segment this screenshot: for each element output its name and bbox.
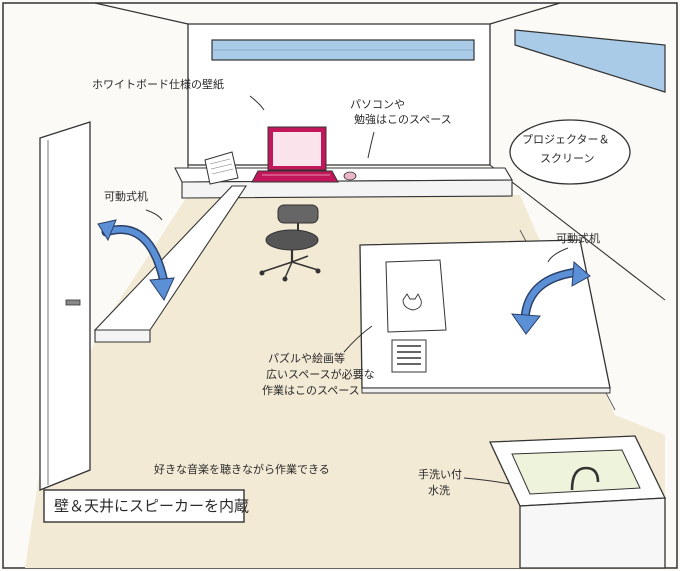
back-counter-front	[181, 179, 513, 199]
door-handle	[65, 299, 81, 306]
left-arrow-head-top	[97, 219, 117, 242]
projector-note-1: プロジェクター＆	[522, 133, 610, 146]
ceiling-edge-right	[489, 2, 561, 25]
worktable-edge	[361, 387, 611, 394]
vent-grille	[391, 339, 427, 373]
speaker-box	[43, 489, 245, 523]
sink-note-1: 手洗い付	[418, 468, 462, 481]
projector-oval	[509, 119, 631, 185]
chair-leg	[261, 261, 293, 273]
sink-pointer	[463, 477, 511, 485]
projector-note-2: スクリーン	[540, 152, 595, 165]
door	[39, 121, 91, 491]
laptop-display	[273, 132, 321, 166]
sink-note-2: 水洗	[428, 484, 450, 497]
right-wall-edge	[489, 164, 666, 301]
pc-pointer	[367, 131, 375, 159]
book-stand	[204, 151, 239, 185]
laptop-keyboard	[251, 170, 339, 183]
sink-cabinet	[519, 497, 666, 569]
chair-seat	[265, 229, 319, 251]
wide-space-pointer	[343, 325, 373, 353]
left-desk-edge	[94, 329, 151, 343]
faucet	[570, 466, 600, 491]
wide-space-note-3: 作業はこのスペース	[262, 384, 360, 397]
cat-drawing	[402, 293, 422, 311]
ceiling-edge-left	[94, 2, 189, 25]
left-desk-pointer	[145, 209, 163, 221]
right-arrow-head-top	[571, 260, 591, 287]
speaker-note: 壁＆天井にスピーカーを内蔵	[54, 497, 250, 515]
chair-caster	[259, 270, 265, 276]
chair-back	[277, 204, 319, 224]
pc-space-note-1: パソコンや	[350, 98, 405, 111]
right-arrow-head-bottom	[510, 313, 541, 335]
left-desk-arrow	[103, 226, 167, 285]
pc-space-note-2: 勉強はこのスペース	[354, 113, 452, 126]
wide-space-note-1: パズルや絵画等	[268, 352, 345, 365]
left-arrow-head-bottom	[149, 277, 175, 302]
mouse	[343, 171, 357, 181]
wide-space-note-2: 広いスペースが必要な	[266, 368, 375, 381]
right-desk-pointer	[547, 247, 569, 263]
wallpaper-note: ホワイトボード仕様の壁紙	[92, 78, 224, 91]
right-desk-arrow	[522, 269, 581, 321]
side-window	[514, 29, 666, 93]
drawing-paper	[385, 259, 447, 333]
music-caption: 好きな音楽を聴きながら作業できる	[154, 463, 330, 476]
wallpaper-pointer	[249, 95, 265, 111]
left-desk-note: 可動式机	[104, 190, 148, 203]
right-desk-note: 可動式机	[556, 232, 600, 245]
